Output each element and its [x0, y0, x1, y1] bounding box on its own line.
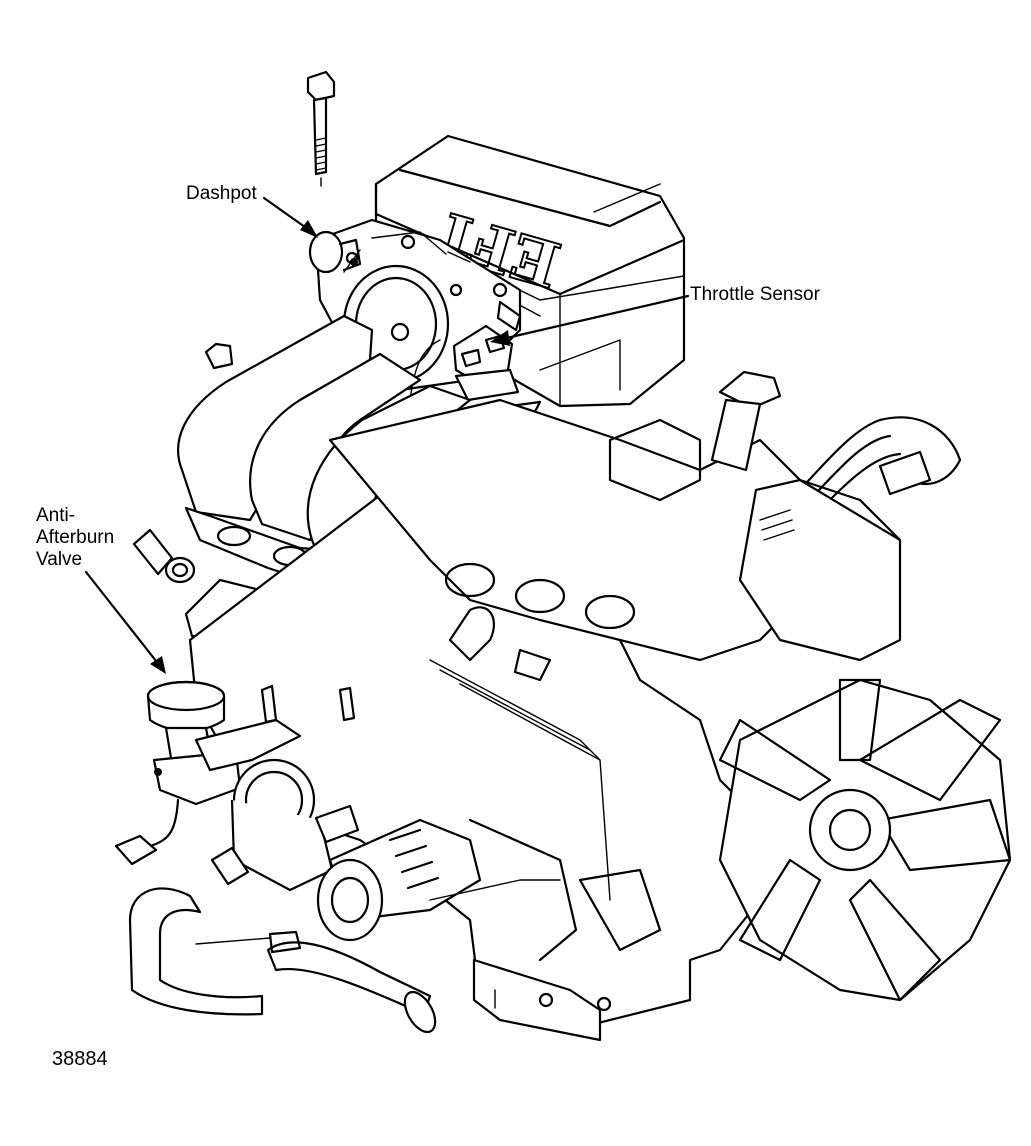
mounting-bolt	[306, 70, 336, 187]
figure-number: 38884	[52, 1048, 108, 1070]
oil-filler	[710, 370, 782, 472]
anti-afterburn-label-line-1: Anti-	[36, 505, 76, 526]
anti-afterburn-valve-part	[114, 680, 302, 866]
throttle-sensor-label: Throttle Sensor	[690, 284, 820, 305]
small-cap	[204, 342, 234, 370]
coolant-hoses	[128, 887, 437, 1034]
anti-afterburn-arrow	[84, 570, 166, 674]
anti-afterburn-label-line-2: Afterburn	[36, 527, 115, 548]
dashpot-label: Dashpot	[186, 183, 257, 204]
throttle-sensor-arrow	[490, 294, 690, 346]
dashpot-arrow	[262, 196, 318, 238]
spark-plug-wires	[738, 416, 962, 662]
air-pump	[210, 684, 360, 892]
cooling-fan	[718, 678, 1012, 1002]
dashpot-part	[308, 230, 362, 274]
distributor	[316, 818, 561, 942]
hose-fitting	[132, 528, 196, 584]
anti-afterburn-valve-label: Anti- Afterburn Valve	[36, 505, 114, 571]
anti-afterburn-label-line-3: Valve	[36, 549, 83, 570]
